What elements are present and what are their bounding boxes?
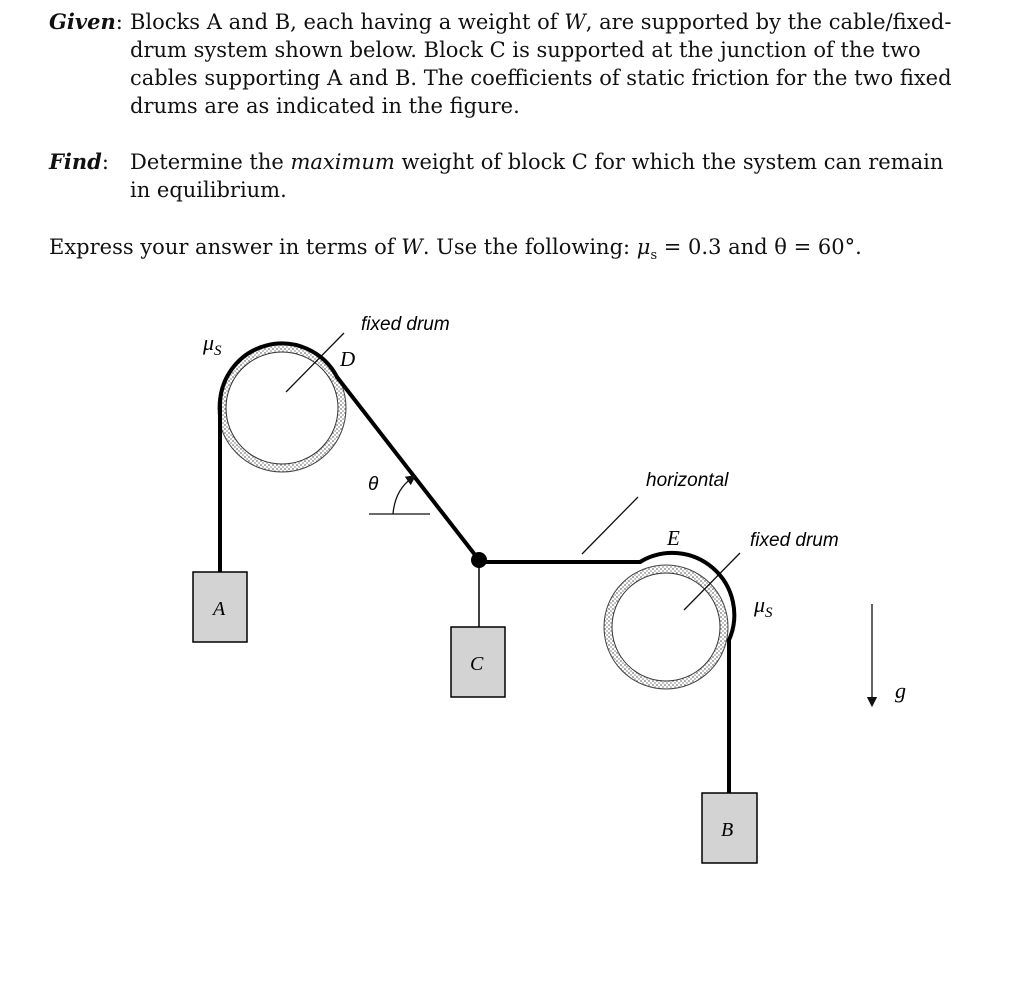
drum-e: [603, 552, 741, 690]
point-d-label: D: [339, 347, 355, 371]
theta-label: θ: [368, 474, 379, 495]
drum-d: [217, 332, 347, 473]
fixed-drum-label-2: fixed drum: [750, 530, 839, 551]
mu-s-label-2: μS: [753, 592, 773, 621]
given-label: Given:: [49, 9, 123, 34]
block-c-label: C: [470, 653, 484, 675]
given-line-4: drums are as indicated in the figure.: [130, 94, 520, 118]
given-line-3: cables supporting A and B. The coefficie…: [130, 66, 952, 90]
gravity-label: g: [895, 678, 906, 703]
drum-e-leader: [683, 552, 741, 611]
horizontal-leader: [581, 496, 639, 555]
point-e-label: E: [666, 526, 680, 550]
junction-point: [471, 552, 487, 568]
cable-wrap-e: [638, 550, 737, 642]
given-line-1: Blocks A and B, each having a weight of …: [130, 10, 952, 34]
block-b-label: B: [721, 819, 733, 841]
cable-d-junction: [335, 375, 481, 562]
find-label: Find:: [49, 149, 109, 174]
block-a: [192, 571, 248, 643]
block-a-label: A: [211, 598, 226, 620]
horizontal-label: horizontal: [646, 470, 729, 491]
cable-wrap-d: [217, 341, 339, 410]
find-text: Determine the maximum weight of block C …: [130, 148, 1010, 204]
find-line-2: in equilibrium.: [130, 178, 287, 202]
given-text: Blocks A and B, each having a weight of …: [130, 8, 1010, 120]
drum-d-leader: [285, 332, 345, 393]
given-line-2: drum system shown below. Block C is supp…: [130, 38, 921, 62]
fixed-drum-label-1: fixed drum: [361, 314, 450, 335]
mu-s-label-1: μS: [202, 330, 222, 359]
block-c: [450, 626, 506, 698]
cables: [217, 341, 737, 795]
find-line-1: Determine the maximum weight of block C …: [130, 150, 944, 174]
express-text: Express your answer in terms of W. Use t…: [49, 235, 862, 264]
block-b: [701, 792, 758, 864]
theta-angle: [369, 474, 430, 515]
